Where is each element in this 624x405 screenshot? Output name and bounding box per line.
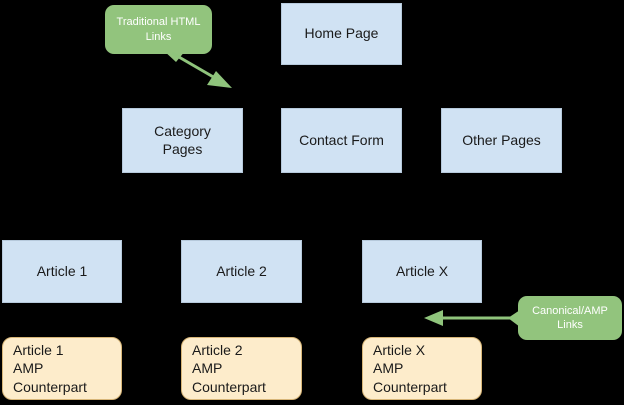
callout-label: Traditional HTML Links <box>116 16 201 43</box>
node-article-x[interactable]: Article X <box>362 240 482 303</box>
node-other-pages[interactable]: Other Pages <box>441 108 562 173</box>
node-label: Article X AMP Counterpart <box>373 341 447 395</box>
node-label: Article 2 AMP Counterpart <box>192 341 266 395</box>
callout-traditional-html-links[interactable]: Traditional HTML Links <box>105 5 212 54</box>
node-label: Article 1 <box>36 262 88 279</box>
node-label: Article X <box>395 262 449 279</box>
node-home-page[interactable]: Home Page <box>281 3 402 65</box>
arrow-canonical-amp-links <box>424 310 518 326</box>
node-article-1-amp[interactable]: Article 1 AMP Counterpart <box>2 337 122 400</box>
node-label: Article 1 AMP Counterpart <box>13 341 87 395</box>
node-article-2[interactable]: Article 2 <box>181 240 302 303</box>
node-label: Home Page <box>304 25 379 42</box>
node-article-1[interactable]: Article 1 <box>2 240 122 303</box>
node-contact-form[interactable]: Contact Form <box>281 108 402 173</box>
node-category-pages[interactable]: Category Pages <box>122 108 243 173</box>
node-label: Category Pages <box>154 123 211 157</box>
callout-canonical-amp-links[interactable]: Canonical/AMP Links <box>518 296 622 340</box>
node-label: Contact Form <box>299 131 384 148</box>
node-label: Other Pages <box>462 131 541 148</box>
arrow-traditional-html-links <box>171 51 232 88</box>
node-article-x-amp[interactable]: Article X AMP Counterpart <box>362 337 482 400</box>
node-label: Article 2 <box>216 262 267 279</box>
callout-label: Canonical/AMP Links <box>532 304 608 331</box>
node-article-2-amp[interactable]: Article 2 AMP Counterpart <box>181 337 302 400</box>
